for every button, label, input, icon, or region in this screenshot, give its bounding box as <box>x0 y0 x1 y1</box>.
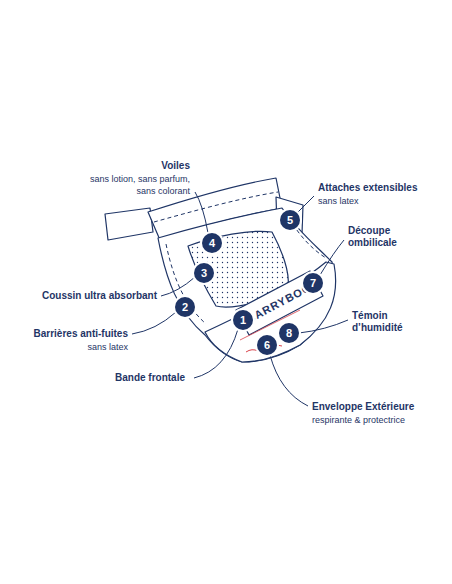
callout-circle: 8 <box>279 323 299 343</box>
callout-number: 4 <box>209 238 215 249</box>
part-label: Témoin d’humidité <box>352 310 418 334</box>
leader-line <box>299 320 348 333</box>
callout-number: 6 <box>264 340 270 351</box>
part-label: Bande frontale <box>115 372 205 384</box>
leader-line <box>194 329 238 378</box>
part-label: sans latex <box>3 341 128 353</box>
part-label: Enveloppe Extérieure <box>312 401 447 413</box>
part-label: sans lotion, sans parfum, sans colorant <box>70 173 190 197</box>
callout-number: 1 <box>240 315 246 326</box>
callout-circle: 6 <box>257 335 277 355</box>
leader-line <box>270 355 308 406</box>
waist-seam <box>154 192 278 222</box>
leader-line <box>195 192 208 233</box>
callout-circle: 2 <box>175 297 195 317</box>
callout-number: 5 <box>287 215 293 226</box>
callout-number: 8 <box>286 328 292 339</box>
part-label: Voiles <box>70 160 190 172</box>
callout-number: 7 <box>310 278 316 289</box>
callout-circle: 7 <box>303 273 323 293</box>
leader-line <box>320 240 344 275</box>
side-seam <box>286 212 326 258</box>
part-label: respirante & protectrice <box>312 414 447 426</box>
callout-number: 2 <box>182 302 188 313</box>
part-label: Barrières anti-fuites <box>3 328 128 340</box>
callout-circle: 1 <box>233 310 253 330</box>
callout-circle: 5 <box>280 210 300 230</box>
part-label: Attaches extensibles <box>318 182 443 194</box>
callout-circle: 3 <box>194 263 214 283</box>
leader-line <box>298 196 314 212</box>
front-panel <box>205 262 336 362</box>
callout-circle: 4 <box>202 233 222 253</box>
leader-line <box>132 312 176 334</box>
part-label: Coussin ultra absorbant <box>7 290 157 302</box>
left-tab <box>105 208 153 240</box>
leader-line <box>161 277 195 296</box>
part-label: Découpe ombilicale <box>348 225 416 249</box>
part-label: sans latex <box>318 195 443 207</box>
callout-number: 3 <box>201 268 207 279</box>
